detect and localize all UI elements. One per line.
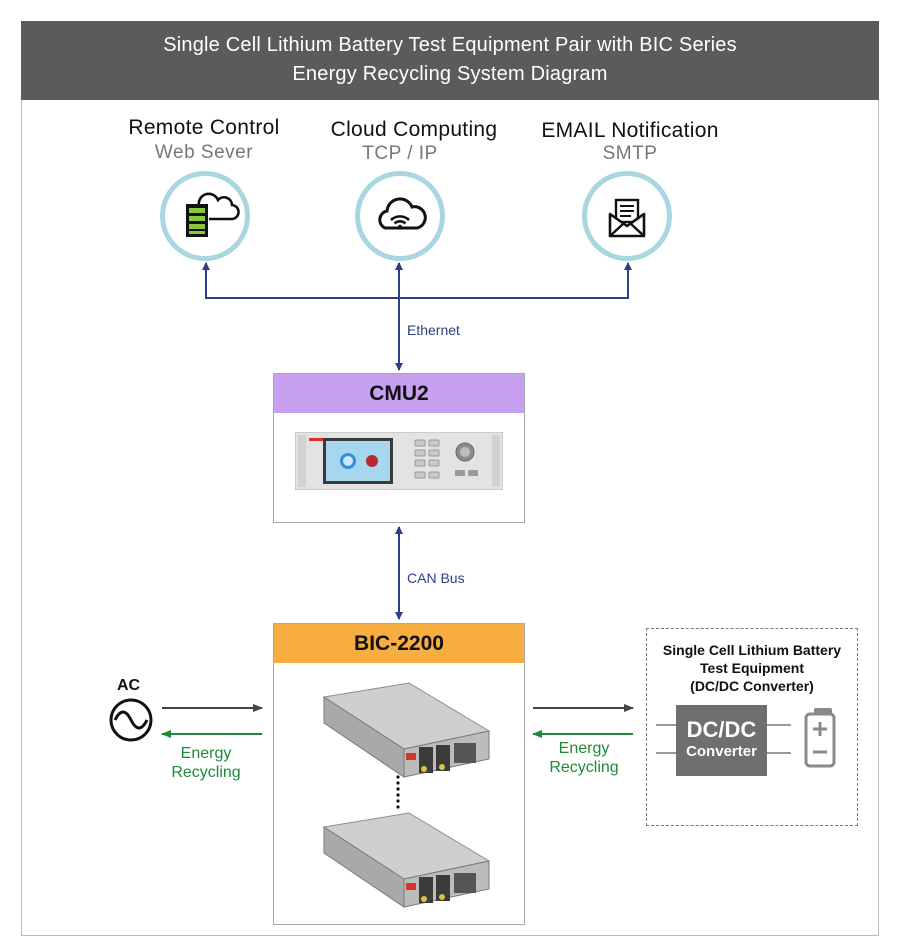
dcdc-main-label: DC/DC [686,717,757,742]
email-notification-node [582,171,672,261]
dcdc-converter-block: DC/DC Converter [676,705,767,776]
ethernet-label: Ethernet [407,322,460,338]
ethernet-bus [202,262,632,371]
test-equipment-title-line2: Test Equipment [700,660,804,676]
dcdc-sub-label: Converter [686,743,757,760]
more-units-ellipsis [396,775,400,809]
energy-recycling-left-line1: Energy [180,745,232,762]
cloud-computing-title: Cloud Computing [330,118,498,141]
title-line-1: Single Cell Lithium Battery Test Equipme… [163,34,737,56]
cmu2-device-image [295,432,503,490]
cmu2-header: CMU2 [274,374,524,413]
ac-label: AC [117,677,141,694]
bic-2200-box: BIC-2200 [273,623,525,925]
cmu2-box: CMU2 [273,373,525,523]
remote-control-node [160,171,250,261]
cloud-computing-node [355,171,445,261]
energy-recycling-right-line1: Energy [558,740,610,757]
remote-control-subtitle: Web Sever [154,142,254,163]
energy-recycling-right-label: Energy Recycling [534,739,634,777]
bic-2200-header: BIC-2200 [274,624,524,663]
energy-recycling-right-line2: Recycling [549,759,619,776]
cloud-computing-subtitle: TCP / IP [362,143,438,164]
test-equipment-title-line3: (DC/DC Converter) [690,678,814,694]
server-cloud-icon [186,192,240,237]
test-equipment-wiring [656,708,836,768]
battery-icon [804,708,836,768]
test-equipment-box: Single Cell Lithium Battery Test Equipme… [646,628,858,826]
energy-recycling-left-label: Energy Recycling [156,744,256,782]
cloud-wifi-icon [378,197,427,230]
remote-control-title: Remote Control [128,116,280,139]
email-notification-title: EMAIL Notification [541,119,719,142]
title-line-2: Energy Recycling System Diagram [292,63,608,85]
ac-source-icon [109,698,153,742]
ac-power-arrows [161,704,263,738]
energy-recycling-left-line2: Recycling [171,764,241,781]
diagram-title: Single Cell Lithium Battery Test Equipme… [21,21,879,100]
dcdc-power-arrows [532,704,634,738]
can-bus-label: CAN Bus [407,570,465,586]
test-equipment-title: Single Cell Lithium Battery Test Equipme… [647,641,857,695]
test-equipment-title-line1: Single Cell Lithium Battery [662,642,842,658]
bic-unit-top-image [322,682,491,778]
mail-envelope-icon [608,198,646,238]
bic-unit-bottom-image [322,812,491,908]
email-notification-subtitle: SMTP [602,143,658,164]
